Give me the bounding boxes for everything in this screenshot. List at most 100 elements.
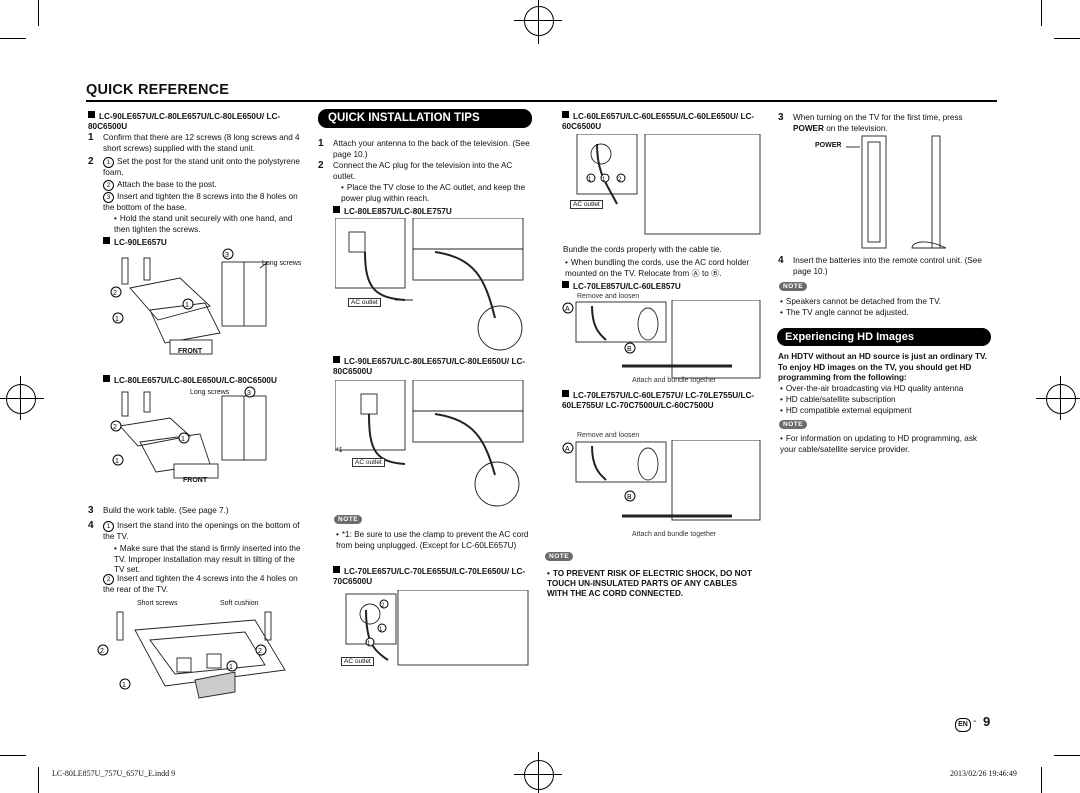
- col4-note-badge: NOTE: [779, 282, 808, 291]
- tips-step2: Connect the AC plug for the television i…: [333, 161, 513, 181]
- svg-text:1: 1: [122, 682, 126, 689]
- svg-text:1: 1: [115, 458, 119, 465]
- svg-text:2: 2: [113, 290, 117, 297]
- hd-source-2: HD cable/satellite subscription: [780, 395, 990, 406]
- front-label-2: FRONT: [183, 477, 208, 484]
- tips-note-badge: NOTE: [334, 515, 363, 524]
- tv-side-power-illustration: [846, 135, 947, 249]
- hd-note-text: For information on updating to HD progra…: [780, 434, 990, 455]
- svg-text:3: 3: [225, 252, 229, 259]
- power-label: POWER: [815, 142, 842, 149]
- svg-text:1: 1: [229, 664, 233, 671]
- cable-tie-illustration-a: 1 1 2: [576, 134, 761, 235]
- svg-text:1: 1: [181, 436, 185, 443]
- svg-text:1: 1: [588, 177, 592, 183]
- long-screws-label-2: Long screws: [190, 389, 230, 396]
- col3-model-a: LC-60LE657U/LC-60LE655U/LC-60LE650U/ LC-…: [562, 111, 755, 131]
- col4-note2: The TV angle cannot be adjusted.: [780, 308, 990, 319]
- svg-text:2: 2: [100, 648, 104, 655]
- step-number-1: 1: [88, 132, 94, 143]
- col1-step4-bullet: Make sure that the stand is firmly inser…: [114, 544, 304, 576]
- ac-outlet-label-b: AC outlet: [352, 458, 385, 467]
- electric-shock-warning: TO PREVENT RISK OF ELECTRIC SHOCK, DO NO…: [547, 569, 752, 599]
- col1-model-heading: LC-90LE657U/LC-80LE657U/LC-80LE650U/ LC-…: [88, 111, 281, 131]
- col4-step-number-3: 3: [778, 112, 784, 123]
- col4-step-number-4: 4: [778, 255, 784, 266]
- svg-text:3: 3: [247, 390, 251, 397]
- svg-text:2: 2: [258, 648, 262, 655]
- cable-illustration-b: [335, 380, 524, 507]
- svg-text:B: B: [627, 346, 632, 353]
- title-rule: [86, 100, 997, 102]
- col1-step3: Build the work table. (See page 7.): [103, 506, 229, 515]
- col4-note1: Speakers cannot be detached from the TV.: [780, 297, 990, 308]
- col4-step4: Insert the batteries into the remote con…: [793, 256, 982, 276]
- col4-step3: When turning on the TV for the first tim…: [793, 113, 963, 133]
- col1-step1: Confirm that there are 12 screws (8 long…: [103, 133, 300, 153]
- footer-date: 2013/02/26 19:46:49: [950, 769, 1017, 778]
- attach-bundle-label-2: Attach and bundle together: [632, 531, 717, 538]
- page-number: 9: [983, 714, 991, 729]
- hd-heading: Experiencing HD Images: [777, 328, 991, 346]
- step-number-3: 3: [88, 505, 94, 516]
- hd-note-badge: NOTE: [779, 420, 808, 429]
- svg-text:2: 2: [618, 177, 622, 183]
- svg-text:1: 1: [367, 641, 371, 647]
- cord-holder-illustration-b: A B: [562, 300, 761, 379]
- tips-model-b: LC-90LE657U/LC-80LE657U/LC-80LE650U/ LC-…: [333, 356, 526, 376]
- page-title: QUICK REFERENCE: [86, 82, 230, 98]
- tips-step2-bullet: Place the TV close to the AC outlet, and…: [341, 183, 536, 204]
- ac-outlet-label-a: AC outlet: [348, 298, 381, 307]
- tips-model-a: LC-80LE857U/LC-80LE757U: [333, 206, 452, 217]
- col1-step2-bullet: Hold the stand unit securely with one ha…: [114, 214, 304, 235]
- bundle-text: Bundle the cords properly with the cable…: [563, 245, 722, 254]
- page-number-separator: -: [973, 716, 977, 727]
- svg-text:B: B: [627, 494, 632, 501]
- col3-model-c: LC-70LE757U/LC-60LE757U/ LC-70LE755U/LC-…: [562, 390, 755, 410]
- footnote-star-1: *1: [336, 447, 343, 454]
- long-screws-label-1: Long screws: [262, 260, 302, 267]
- quick-installation-tips-heading: QUICK INSTALLATION TIPS: [318, 109, 532, 128]
- cord-holder-illustration-c: A B: [562, 440, 761, 521]
- svg-text:1: 1: [185, 302, 189, 309]
- step-number-2: 2: [88, 156, 94, 167]
- step-number-4: 4: [88, 520, 94, 531]
- tips-step1: Attach your antenna to the back of the t…: [333, 139, 530, 159]
- cable-illustration-a: [335, 218, 524, 351]
- hd-intro: An HDTV without an HD source is just an …: [778, 352, 987, 382]
- hd-source-3: HD compatible external equipment: [780, 406, 990, 417]
- short-screws-label: Short screws: [137, 600, 178, 607]
- svg-text:1: 1: [379, 627, 383, 633]
- ac-outlet-label-c: AC outlet: [341, 657, 374, 666]
- language-badge: EN: [955, 718, 971, 732]
- tips-step-number-1: 1: [318, 138, 324, 149]
- tips-note-text: *1: Be sure to use the clamp to prevent …: [336, 530, 536, 551]
- col3-note-badge: NOTE: [545, 552, 574, 561]
- remove-loosen-label-1: Remove and loosen: [577, 293, 640, 300]
- stand-assembly-illustration-2: 3 2 1 1: [110, 386, 267, 479]
- svg-text:2: 2: [113, 424, 117, 431]
- footer-file: LC-80LE857U_757U_657U_E.indd 9: [52, 769, 176, 778]
- svg-text:1: 1: [115, 316, 119, 323]
- svg-text:A: A: [565, 446, 570, 453]
- cable-illustration-c: 2 1 1: [345, 590, 529, 666]
- tv-stand-insert-illustration: 2 2 1 1: [97, 611, 286, 699]
- attach-bundle-label-1: Attach and bundle together: [632, 377, 717, 384]
- tips-step-number-2: 2: [318, 160, 324, 171]
- col3-model-b: LC-70LE857U/LC-60LE857U: [562, 281, 681, 292]
- stand-assembly-illustration-1: 3 2 1 1: [110, 248, 269, 355]
- bundle-bullet: When bundling the cords, use the AC cord…: [565, 258, 770, 279]
- soft-cushion-label: Soft cushion: [220, 600, 259, 607]
- ac-outlet-label-col3: AC outlet: [570, 200, 603, 209]
- svg-text:A: A: [565, 306, 570, 313]
- hd-source-1: Over-the-air broadcasting via HD quality…: [780, 384, 990, 395]
- col1-sub1-model: LC-90LE657U: [103, 237, 167, 248]
- col1-sub2-model: LC-80LE657U/LC-80LE650U/LC-80C6500U: [103, 375, 277, 386]
- tips-model-c: LC-70LE657U/LC-70LE655U/LC-70LE650U/ LC-…: [333, 566, 526, 586]
- svg-text:1: 1: [602, 177, 606, 183]
